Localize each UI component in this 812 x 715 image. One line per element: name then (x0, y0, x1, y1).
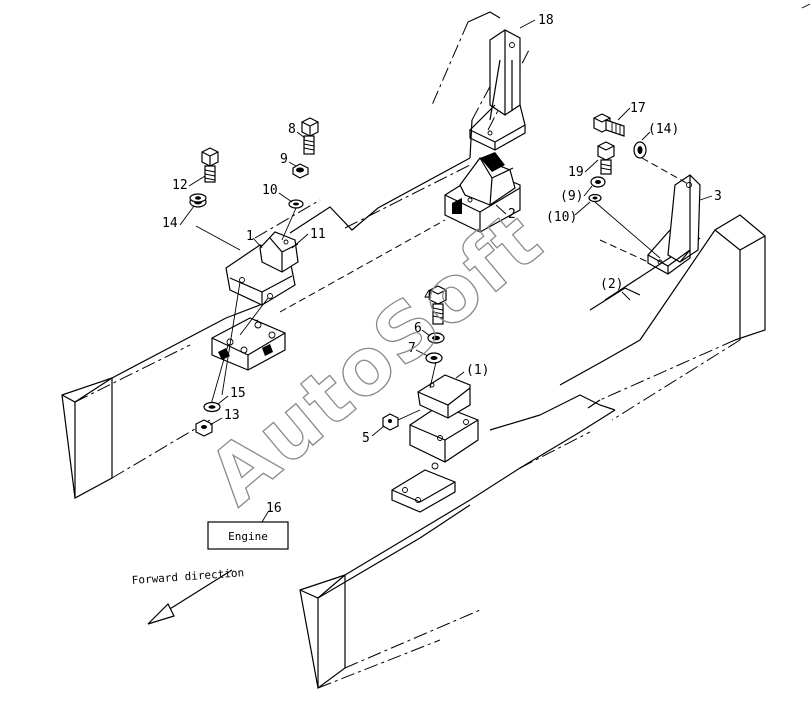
label-10b: (10) (546, 210, 577, 225)
label-1b: (1) (466, 363, 489, 378)
label-10: 10 (262, 183, 278, 198)
label-1: 1 (246, 229, 254, 244)
forward-direction-indicator: Forward direction (131, 566, 245, 625)
label-12: 12 (172, 178, 188, 193)
leader-dash-17 (641, 157, 691, 186)
frame-bracket-3 (647, 174, 701, 275)
label-3: 3 (714, 189, 722, 204)
label-9: 9 (280, 152, 288, 167)
leader-bolt-4 (429, 361, 437, 389)
bolt-8 (301, 117, 319, 155)
label-2: 2 (508, 207, 516, 222)
nut-13 (195, 419, 213, 437)
part-labels: 18 17 (14) 8 9 19 12 10 (9) 3 14 2 (10) … (162, 13, 722, 516)
washer-14 (189, 193, 207, 208)
engine-mount-bracket-lower (391, 374, 479, 513)
forward-arrow-icon (147, 602, 175, 625)
washer-10 (288, 199, 304, 209)
label-9b: (9) (560, 189, 583, 204)
label-4: 4 (424, 289, 432, 304)
label-11: 11 (310, 227, 326, 242)
label-19: 19 (568, 165, 584, 180)
nut-14b (633, 141, 647, 159)
engine-mount-bracket-2 (444, 152, 521, 233)
engine-box (207, 521, 289, 550)
nut-9 (292, 163, 309, 179)
nut-5 (382, 413, 399, 431)
nut-6 (427, 332, 445, 344)
corner-mark (801, 3, 811, 9)
label-14: 14 (162, 216, 178, 231)
label-17: 17 (630, 101, 646, 116)
leader-nut-5 (397, 409, 421, 421)
forward-direction-label: Forward direction (131, 566, 244, 587)
bolt-4 (429, 285, 447, 325)
label-14b: (14) (648, 122, 679, 137)
bolt-19 (597, 141, 615, 175)
label-16: 16 (266, 501, 282, 516)
bolt-17 (593, 113, 625, 137)
frame-bracket-18 (468, 29, 526, 151)
washer-7 (425, 352, 443, 364)
label-18: 18 (538, 13, 554, 28)
label-6: 6 (414, 321, 422, 336)
leader-bolt-19 (594, 201, 661, 259)
label-15: 15 (230, 386, 246, 401)
right-frame-rail (299, 214, 766, 690)
label-7: 7 (408, 341, 416, 356)
washer-15 (203, 401, 221, 413)
label-2b: (2) (600, 277, 623, 292)
label-5: 5 (362, 431, 370, 446)
label-8: 8 (288, 122, 296, 137)
engine-box-label: Engine (228, 530, 268, 543)
bolt-12 (201, 147, 219, 183)
washer-10b (588, 193, 602, 203)
label-13: 13 (224, 408, 240, 423)
nut-9b (590, 176, 606, 188)
engine-box-group: Engine (207, 511, 289, 550)
